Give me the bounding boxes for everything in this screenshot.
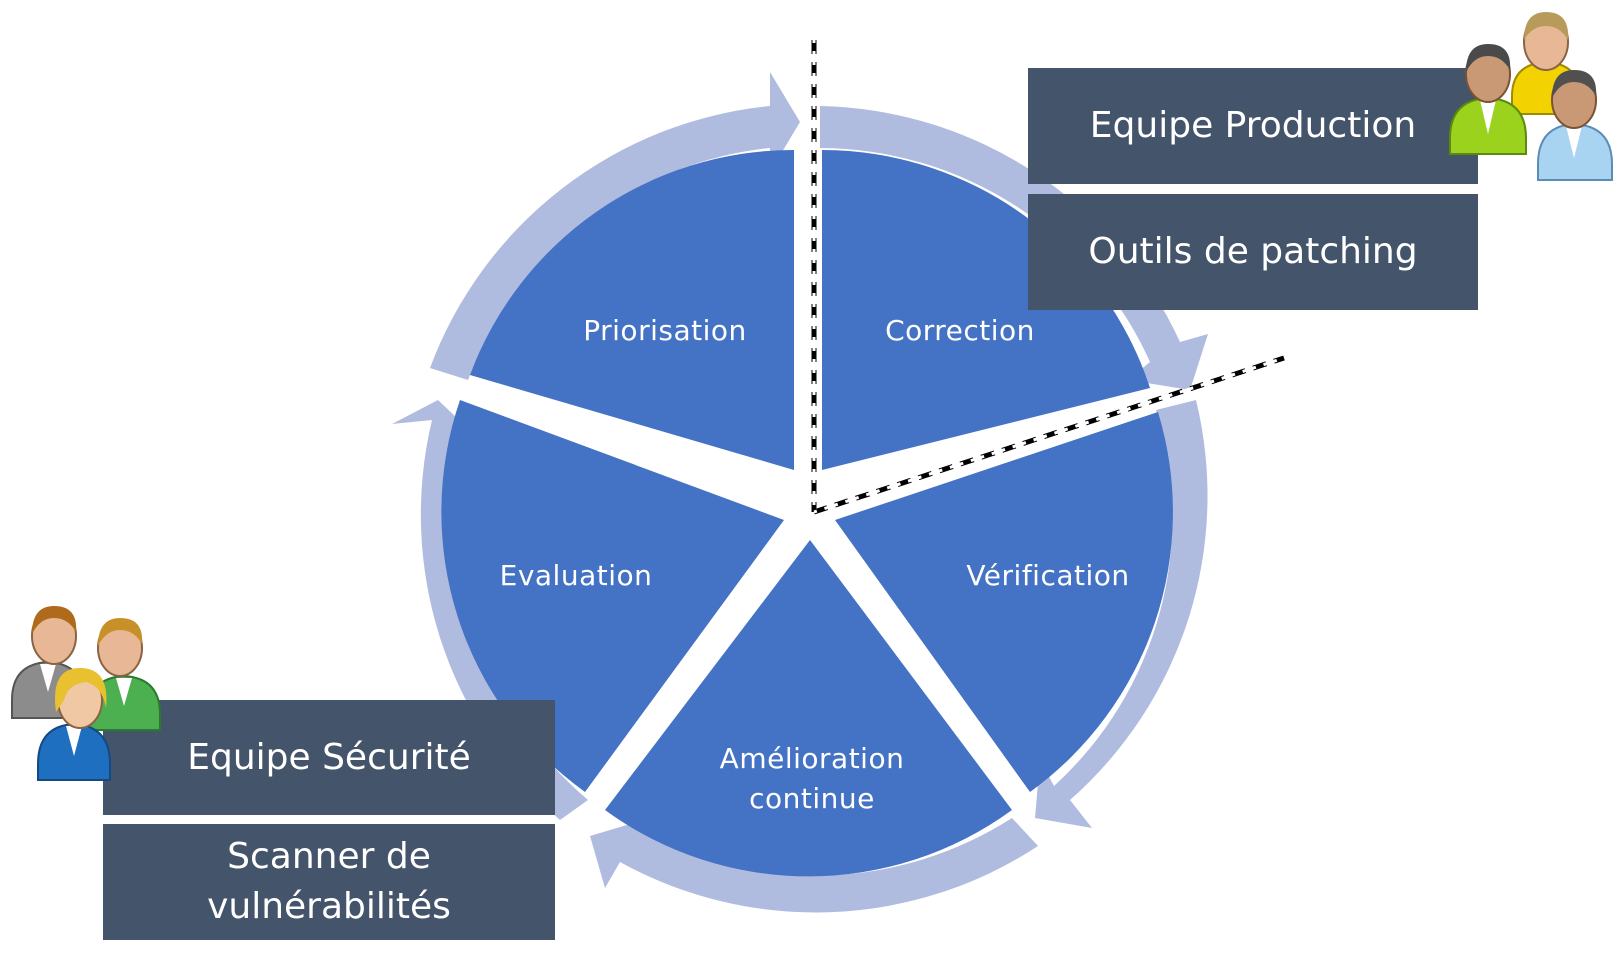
segment-correction <box>822 150 1150 470</box>
person-blue-icon <box>1537 70 1613 181</box>
security-tool-label-line2: vulnérabilités <box>207 886 451 927</box>
segment-evaluation <box>441 400 784 792</box>
ring-arrow-correction <box>820 106 1208 390</box>
security-tool-box: Scanner de vulnérabilités <box>103 824 555 940</box>
segment-label-priorisation: Priorisation <box>583 314 747 347</box>
person-blue-icon <box>37 668 111 781</box>
production-tool-box: Outils de patching <box>1028 194 1478 310</box>
segment-label-amelioration-line1: Amélioration <box>720 742 905 775</box>
person-green-icon <box>87 618 161 731</box>
production-tool-label: Outils de patching <box>1088 231 1418 272</box>
ring-arrow-verification <box>1035 400 1208 828</box>
responsibility-dividers-white <box>812 40 1285 514</box>
segment-priorisation <box>470 149 794 471</box>
divider-diagonal-gap <box>813 356 1285 514</box>
production-people-icon <box>1449 12 1613 181</box>
segment-label-evaluation: Evaluation <box>500 559 653 592</box>
security-people-icon <box>11 606 161 781</box>
cycle-segments <box>441 149 1173 877</box>
production-team-label: Equipe Production <box>1089 105 1417 146</box>
divider-diagonal <box>813 355 1285 515</box>
segment-label-verification: Vérification <box>966 559 1129 592</box>
production-team-box: Equipe Production <box>1028 68 1478 184</box>
segment-label-amelioration-line2: continue <box>749 782 875 815</box>
segment-amelioration <box>605 540 1012 877</box>
cycle-ring-arrows <box>392 72 1208 913</box>
ring-arrow-evaluation <box>392 400 588 820</box>
security-tool-label-line1: Scanner de <box>227 836 431 877</box>
security-team-label: Equipe Sécurité <box>187 736 471 778</box>
person-green-icon <box>1449 44 1527 155</box>
segment-verification <box>835 412 1173 792</box>
segment-label-correction: Correction <box>885 314 1035 347</box>
ring-arrow-amelioration <box>590 818 1038 913</box>
security-team-box: Equipe Sécurité <box>103 700 555 815</box>
ring-arrow-priorisation <box>430 72 800 380</box>
